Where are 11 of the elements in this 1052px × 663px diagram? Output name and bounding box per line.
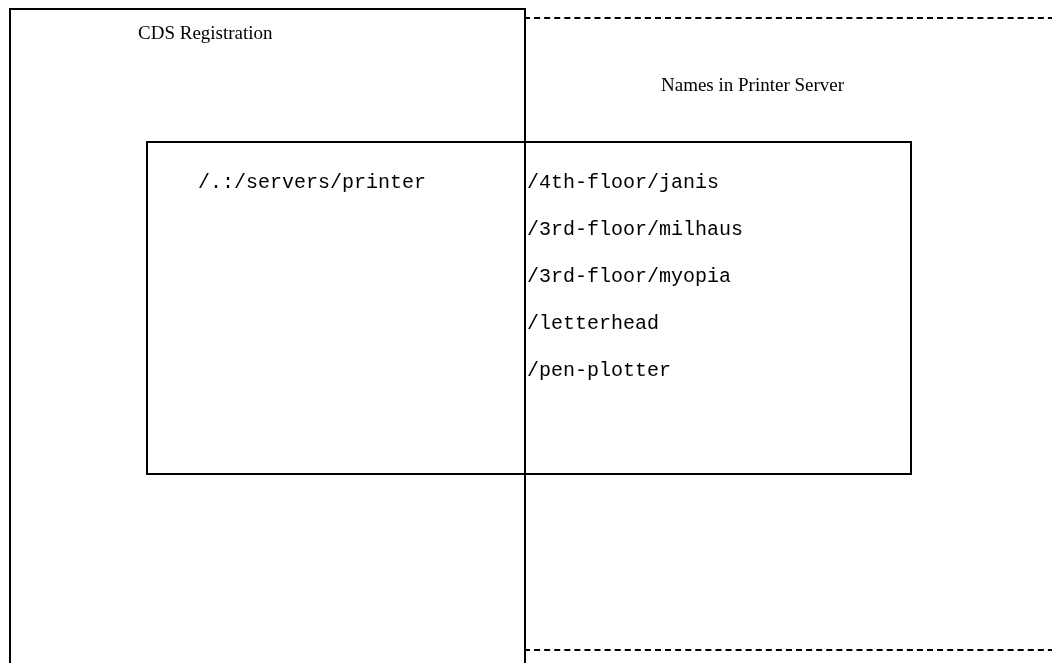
region-title: CDS Registration bbox=[138, 22, 273, 44]
path-name: /3rd-floor/milhaus bbox=[527, 218, 744, 241]
path-name: /letterhead bbox=[527, 312, 660, 335]
path-name: /.:/servers/printer bbox=[198, 171, 427, 194]
namespace-box bbox=[146, 141, 912, 475]
region-title: Names in Printer Server bbox=[661, 74, 845, 96]
server-region bbox=[524, 17, 1052, 651]
path-name: /3rd-floor/myopia bbox=[527, 265, 732, 288]
path-name: /pen-plotter bbox=[527, 359, 672, 382]
registration-box bbox=[9, 8, 526, 663]
path-name: /4th-floor/janis bbox=[527, 171, 720, 194]
